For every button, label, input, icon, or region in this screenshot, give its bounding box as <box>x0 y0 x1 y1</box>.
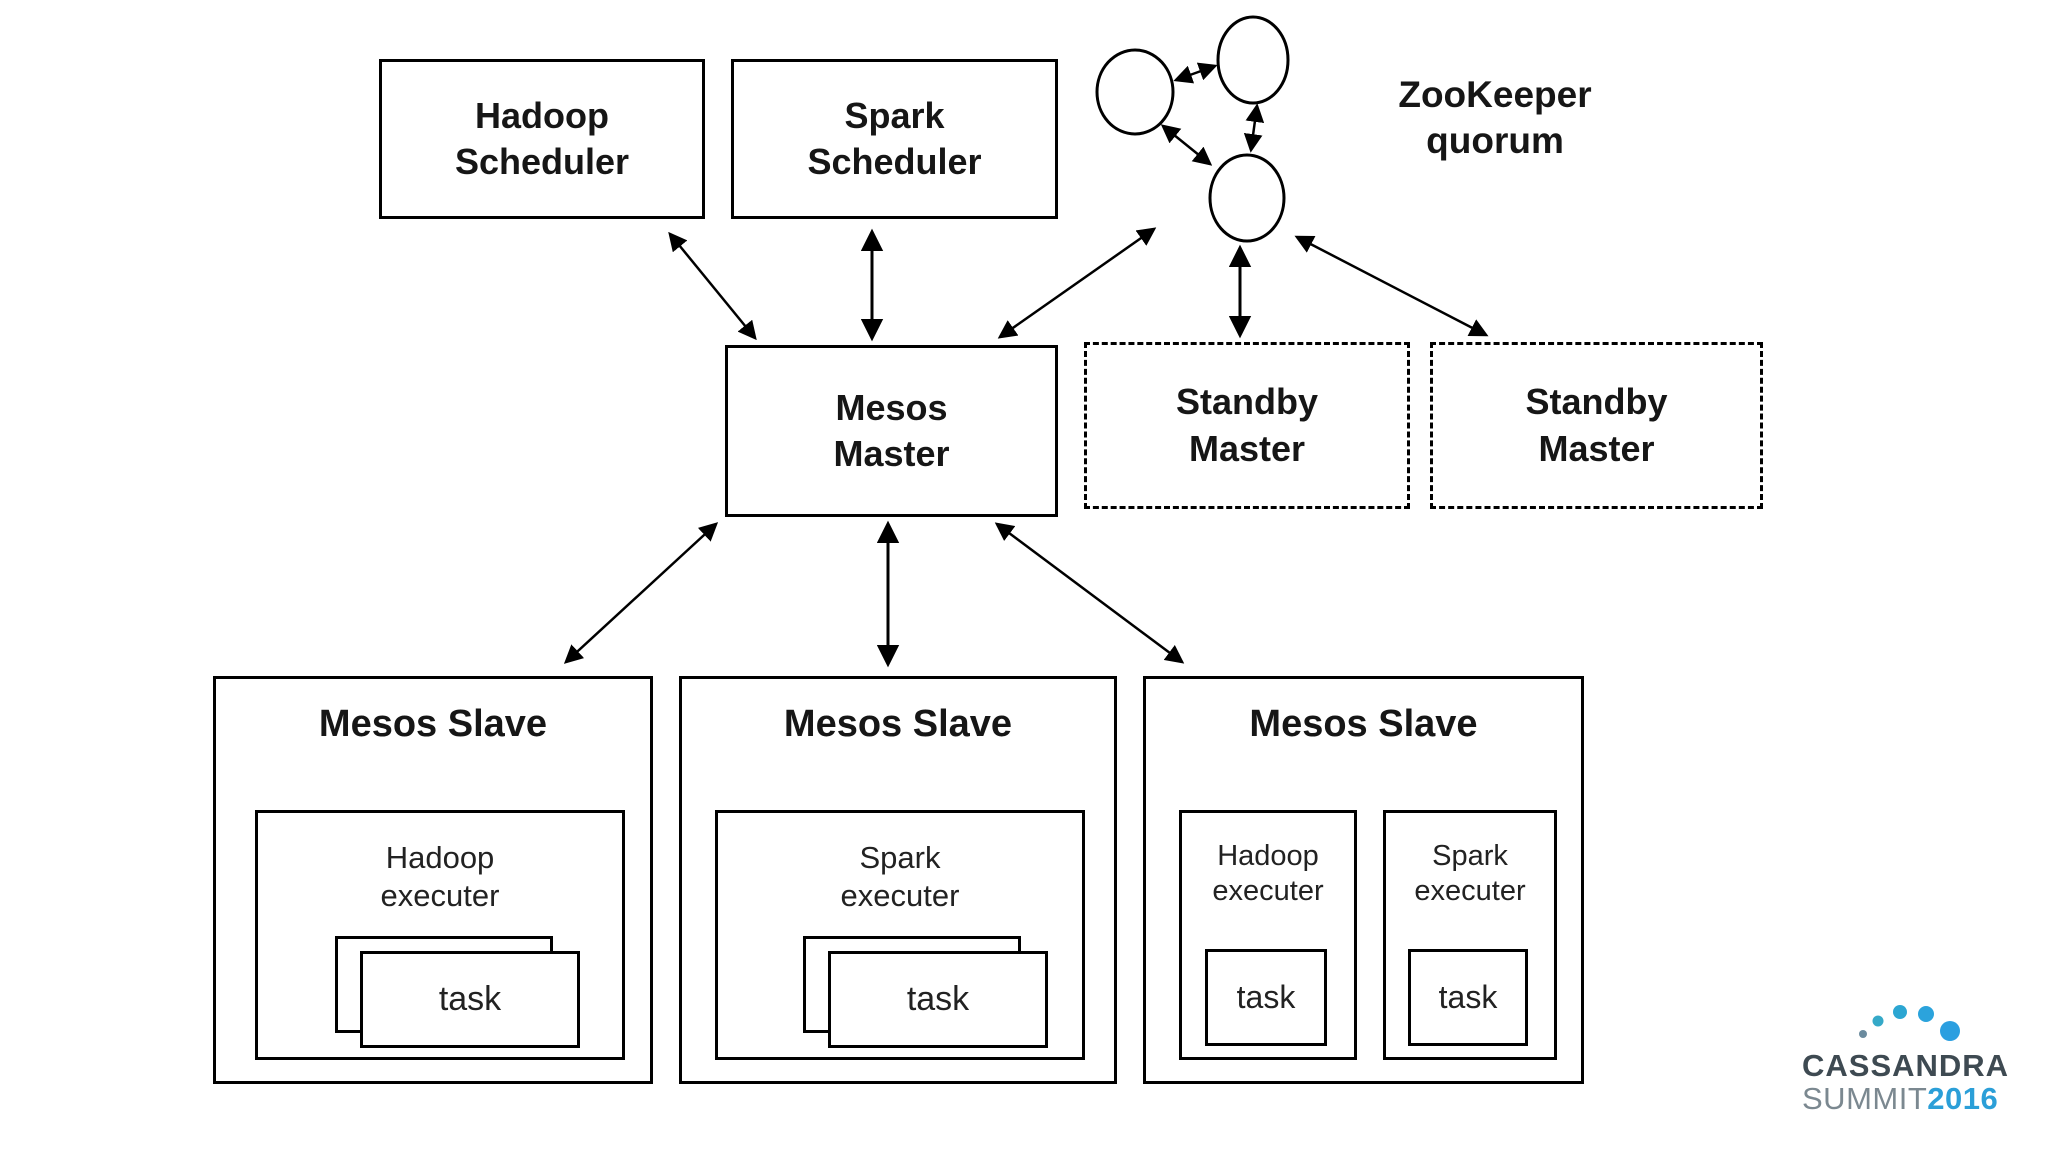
task-label: task <box>1438 979 1498 1015</box>
mesos-slave-3-box: Mesos Slave Hadoop executer task Spark e… <box>1143 676 1584 1084</box>
standby-master-1-box: Standby Master <box>1084 342 1410 509</box>
hadoop-scheduler-label: Hadoop Scheduler <box>454 94 630 182</box>
logo-dot <box>1918 1006 1934 1022</box>
hadoop-executer-label: Hadoop executer <box>1212 840 1324 908</box>
spark-scheduler-label: Spark Scheduler <box>807 94 982 182</box>
zookeeper-node-icon <box>1208 153 1286 243</box>
standby-master-1-label: Standby Master <box>1175 381 1318 469</box>
standby-master-2-label: Standby Master <box>1525 381 1668 469</box>
spark-executer-label: Spark executer <box>840 840 960 913</box>
logo-dot <box>1893 1005 1907 1019</box>
logo-subtitle-line: SUMMIT2016 <box>1802 1081 2016 1117</box>
mesos-master-box: Mesos Master <box>725 345 1058 517</box>
zookeeper-node-icons <box>1095 15 1290 243</box>
spark-executer-label: Spark executer <box>1414 840 1526 908</box>
task-box: task <box>828 951 1048 1048</box>
standby-master-2-box: Standby Master <box>1430 342 1763 509</box>
logo-dot <box>1940 1021 1960 1041</box>
arrow-zookeeper-standby2 <box>1294 235 1489 337</box>
mesos-slave-1-box: Mesos Slave Hadoop executer task <box>213 676 653 1084</box>
logo-title: CASSANDRA <box>1802 1048 2010 1083</box>
mesos-master-label: Mesos Master <box>833 386 950 474</box>
arrow-zk1-zk3 <box>1160 124 1213 166</box>
hadoop-executer-box: Hadoop executer task <box>255 810 625 1060</box>
arrow-zk1-zk2 <box>1173 62 1218 84</box>
mesos-slave-1-title: Mesos Slave <box>318 703 548 745</box>
zookeeper-quorum-label: ZooKeeper quorum <box>1398 74 1592 162</box>
logo-subtitle: SUMMIT <box>1802 1081 1928 1116</box>
task-box: task <box>1205 949 1327 1046</box>
spark-executer-box: Spark executer task <box>715 810 1085 1060</box>
logo-year: 2016 <box>1927 1081 1999 1116</box>
spark-executer-box: Spark executer task <box>1383 810 1557 1060</box>
spark-scheduler-box: Spark Scheduler <box>731 59 1058 219</box>
arrow-master-slave1 <box>563 522 719 664</box>
arrow-master-slave3 <box>994 522 1185 664</box>
zookeeper-node-icon <box>1095 48 1175 136</box>
task-label: task <box>906 980 970 1018</box>
mesos-slave-2-title: Mesos Slave <box>783 703 1013 745</box>
logo-dots-icon <box>1859 1005 1960 1041</box>
arrow-master-zookeeper <box>997 227 1157 339</box>
logo-dot <box>1859 1030 1867 1038</box>
hadoop-scheduler-box: Hadoop Scheduler <box>379 59 705 219</box>
arrow-hadoop-scheduler-master <box>668 231 757 341</box>
task-box: task <box>360 951 580 1048</box>
mesos-slave-2-box: Mesos Slave Spark executer task <box>679 676 1117 1084</box>
hadoop-executer-box: Hadoop executer task <box>1179 810 1357 1060</box>
hadoop-executer-label: Hadoop executer <box>380 840 500 913</box>
task-label: task <box>1236 979 1296 1015</box>
task-box: task <box>1408 949 1528 1046</box>
zookeeper-node-icon <box>1216 15 1290 105</box>
logo-dot <box>1872 1015 1884 1027</box>
arrow-zk2-zk3 <box>1243 103 1265 153</box>
cassandra-summit-logo: CASSANDRA SUMMIT2016 <box>1802 1050 2016 1117</box>
mesos-slave-3-title: Mesos Slave <box>1249 703 1478 745</box>
task-label: task <box>438 980 502 1018</box>
